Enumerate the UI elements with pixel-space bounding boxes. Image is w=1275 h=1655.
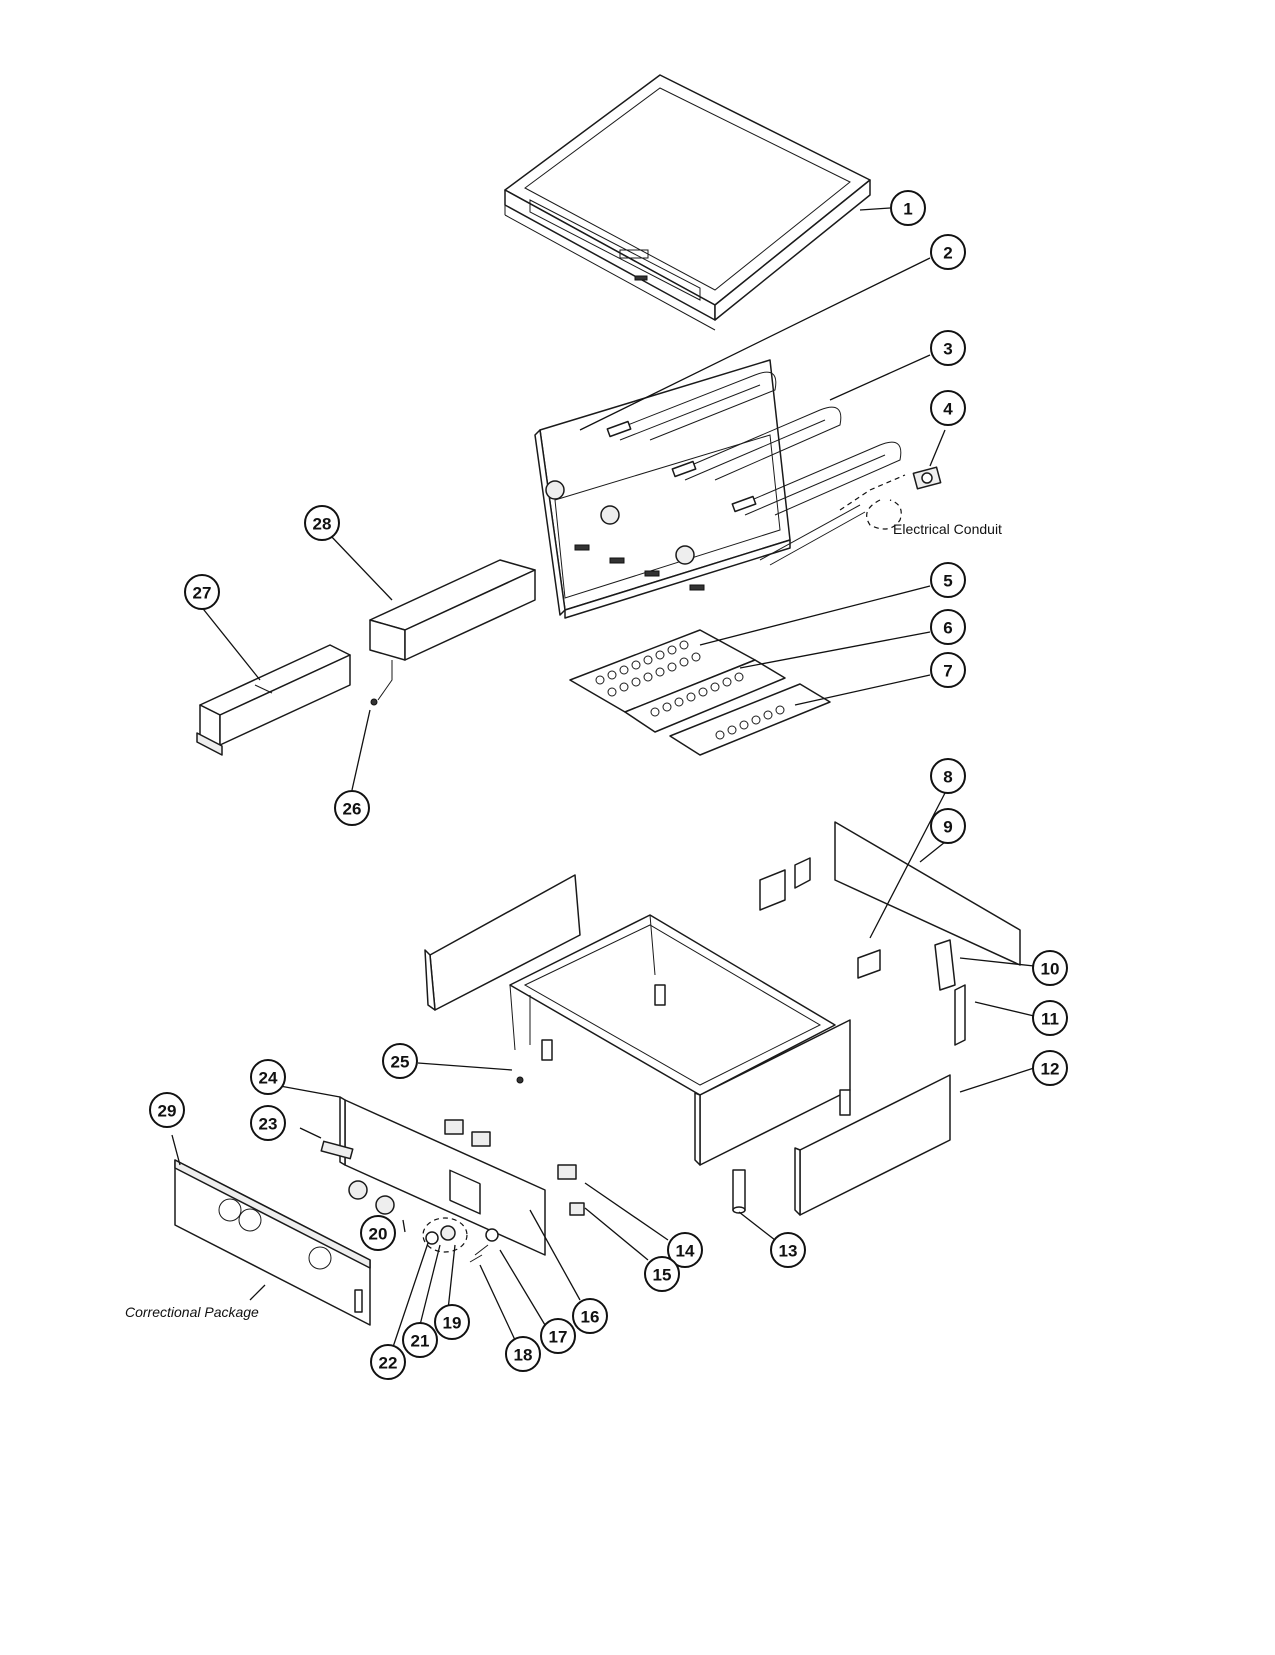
- callout-label: 10: [1041, 960, 1060, 979]
- callout-label: 13: [779, 1242, 798, 1261]
- callout-16: 16: [572, 1298, 608, 1334]
- callout-29: 29: [149, 1092, 185, 1128]
- callout-1: 1: [890, 190, 926, 226]
- part-thermostat: [912, 466, 942, 490]
- callout-label: 15: [653, 1266, 672, 1285]
- callout-label: 2: [943, 244, 952, 263]
- callout-label: 4: [943, 400, 953, 419]
- callout-5: 5: [930, 562, 966, 598]
- callout-24: 24: [250, 1059, 286, 1095]
- callout-11: 11: [1032, 1000, 1068, 1036]
- burner-tubes: [606, 371, 902, 516]
- callout-label: 20: [369, 1225, 388, 1244]
- callout-8: 8: [930, 758, 966, 794]
- callout-label: 23: [259, 1115, 278, 1134]
- callout-label: 22: [379, 1354, 398, 1373]
- part-grease-drawer: [196, 644, 351, 756]
- callout-label: 12: [1041, 1060, 1060, 1079]
- callout-label: 18: [514, 1346, 533, 1365]
- callout-label: 5: [943, 572, 952, 591]
- part-deflector-plates: [569, 629, 831, 756]
- callout-label: 9: [943, 818, 952, 837]
- part-burner-chassis: [534, 359, 906, 619]
- callout-19: 19: [434, 1304, 470, 1340]
- callout-9: 9: [930, 808, 966, 844]
- callout-25: 25: [382, 1043, 418, 1079]
- callout-3: 3: [930, 330, 966, 366]
- callout-label: 19: [443, 1314, 462, 1333]
- callout-20: 20: [360, 1215, 396, 1251]
- callout-23: 23: [250, 1105, 286, 1141]
- callout-label: 3: [943, 340, 952, 359]
- callout-label: 26: [343, 800, 362, 819]
- callout-label: 16: [581, 1308, 600, 1327]
- callout-label: 17: [549, 1328, 568, 1347]
- part-lower-frame: [424, 821, 1021, 1216]
- correctional-package-note: Correctional Package: [125, 1304, 259, 1320]
- leader-lines: [171, 207, 1035, 1351]
- callout-4: 4: [930, 390, 966, 426]
- callout-7: 7: [930, 652, 966, 688]
- callout-label: 21: [411, 1332, 430, 1351]
- callout-label: 11: [1041, 1010, 1059, 1029]
- part-knobs: [320, 1140, 499, 1263]
- callout-21: 21: [402, 1322, 438, 1358]
- callout-15: 15: [644, 1256, 680, 1292]
- callout-label: 24: [259, 1069, 278, 1088]
- callout-28: 28: [304, 505, 340, 541]
- callout-label: 29: [158, 1102, 177, 1121]
- deflector-holes: [595, 640, 785, 740]
- callout-2: 2: [930, 234, 966, 270]
- callout-label: 7: [943, 662, 952, 681]
- callout-label: 28: [313, 515, 332, 534]
- callout-13: 13: [770, 1232, 806, 1268]
- callout-18: 18: [505, 1336, 541, 1372]
- callout-label: 8: [943, 768, 952, 787]
- callout-22: 22: [370, 1344, 406, 1380]
- callout-10: 10: [1032, 950, 1068, 986]
- callout-label: 6: [943, 619, 952, 638]
- callout-label: 14: [676, 1242, 695, 1261]
- electrical-conduit-note: Electrical Conduit: [893, 521, 1002, 537]
- callout-26: 26: [334, 790, 370, 826]
- part-control-panel: [339, 1096, 585, 1256]
- callout-17: 17: [540, 1318, 576, 1354]
- callout-6: 6: [930, 609, 966, 645]
- callout-12: 12: [1032, 1050, 1068, 1086]
- callout-14: 14: [667, 1232, 703, 1268]
- part-griddle-top: [504, 74, 871, 331]
- callout-label: 25: [391, 1053, 410, 1072]
- part-drawer-housing: [369, 559, 536, 706]
- callout-27: 27: [184, 574, 220, 610]
- callout-label: 27: [193, 584, 212, 603]
- callout-label: 1: [903, 200, 912, 219]
- part-correctional-panel: [174, 1159, 371, 1326]
